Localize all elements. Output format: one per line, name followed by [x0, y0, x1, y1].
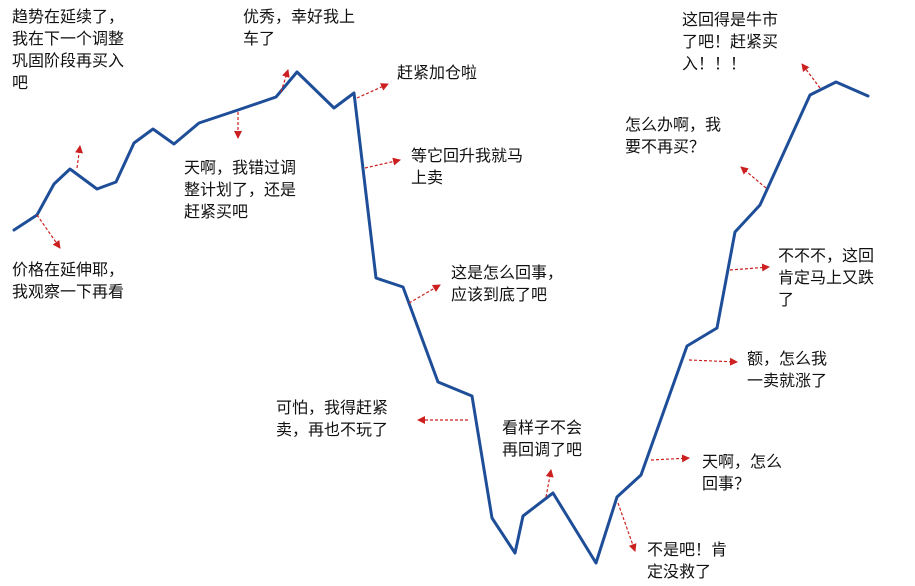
annotation-a1: 价格在延伸耶， 我观察一下再看 — [12, 260, 125, 301]
annotation-a11: 天啊，怎么 回事？ — [702, 452, 783, 493]
annotation-a7: 这是怎么回事， 应该到底了吧 — [451, 263, 564, 304]
arrow-a15 — [801, 63, 821, 89]
arrow-a14 — [740, 166, 767, 189]
annotation-a4: 优秀，幸好我上 车了 — [243, 7, 356, 48]
annotation-a12: 额，怎么我 一卖就涨了 — [747, 349, 828, 390]
annotation-a2: 趋势在延续了， 我在下一个调整 巩固阶段再买入 吧 — [12, 7, 125, 92]
annotation-a5: 赶紧加仓啦 — [397, 63, 478, 82]
arrow-a5 — [356, 83, 389, 99]
arrow-a13 — [729, 263, 770, 272]
annotation-a15: 这回得是牛市 了吧！赶紧买 入！！！ — [682, 10, 779, 73]
price-line — [12, 70, 870, 565]
arrow-a2 — [75, 145, 84, 169]
arrow-group — [36, 63, 821, 552]
arrow-a12 — [688, 357, 738, 366]
arrow-a4 — [280, 69, 290, 93]
annotation-a13: 不不不，这回 肯定马上又跌 了 — [778, 246, 875, 309]
annotation-a8: 可怕，我得赶紧 卖，再也不玩了 — [276, 398, 389, 439]
arrow-a10 — [617, 502, 637, 552]
arrow-a6 — [364, 157, 401, 169]
arrow-a9 — [545, 469, 554, 498]
arrow-a7 — [408, 284, 441, 304]
annotation-a9: 看样子不会 再回调了吧 — [502, 418, 583, 459]
annotation-a3: 天啊，我错过调 整计划了，还是 赶紧买吧 — [184, 158, 297, 221]
annotation-a10: 不是吧！肯 定没救了 — [647, 540, 728, 581]
annotation-a14: 怎么办啊，我 要不再买？ — [625, 115, 722, 156]
arrow-a11 — [650, 454, 690, 463]
arrow-a1 — [36, 214, 61, 249]
annotation-a6: 等它回升我就马 上卖 — [411, 146, 524, 187]
